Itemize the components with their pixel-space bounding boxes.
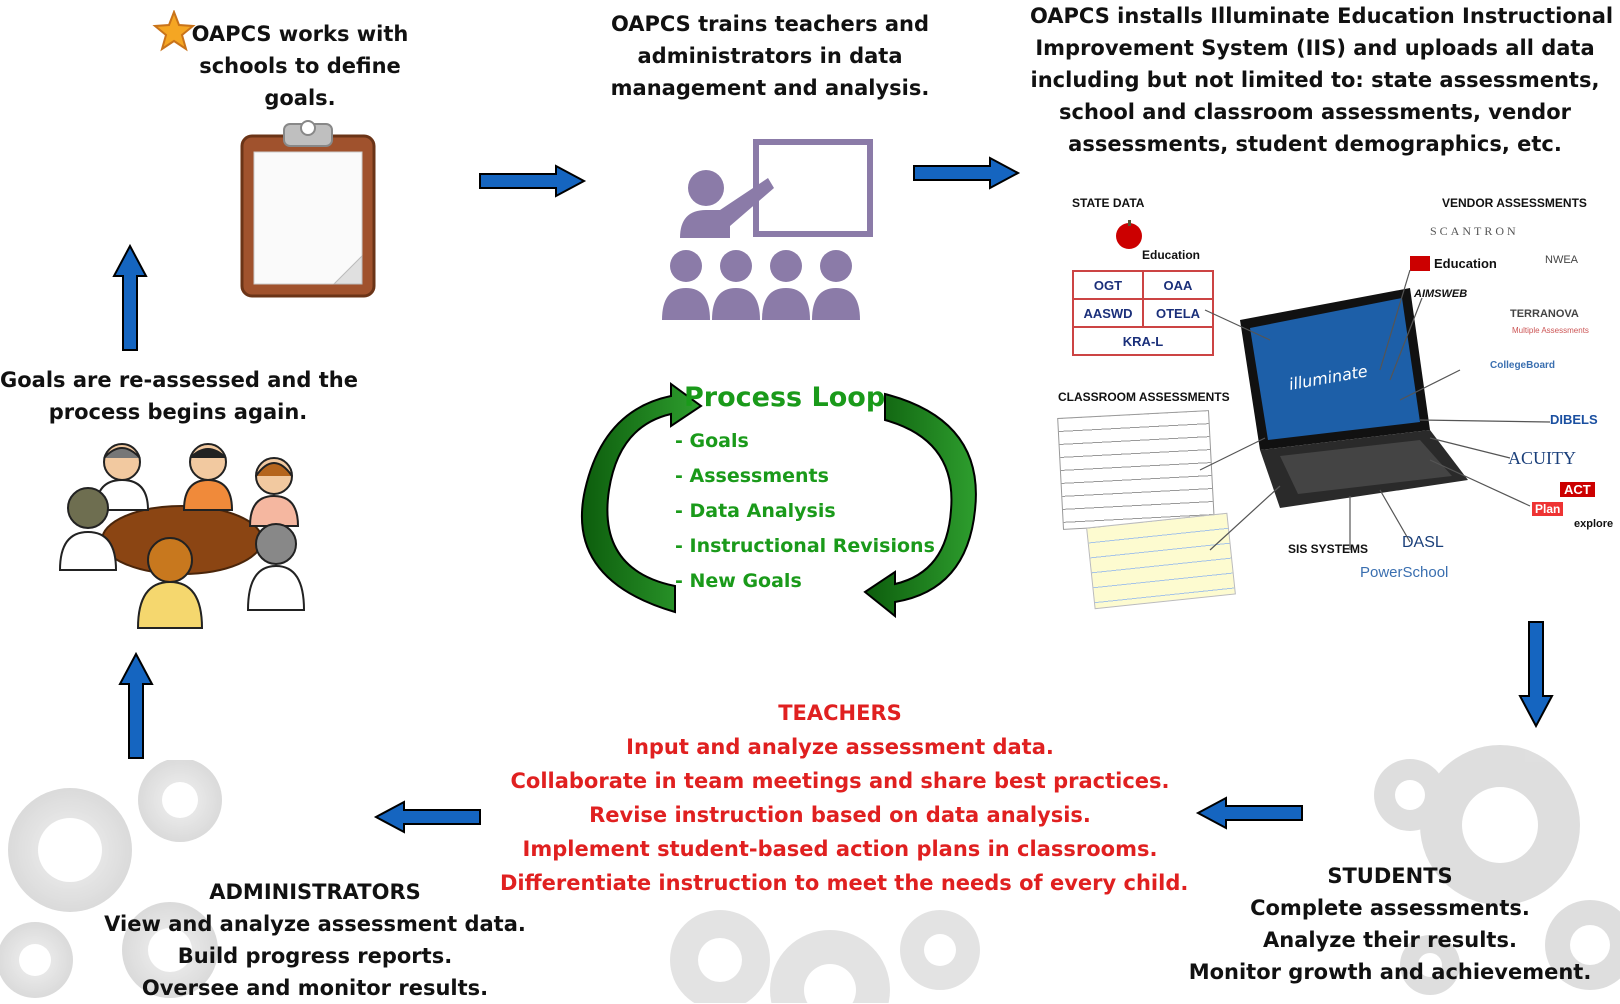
arrow-down-right <box>1518 621 1554 729</box>
arrow-up-top <box>112 244 148 351</box>
arrow-up-bottom <box>118 652 154 759</box>
ohio-education-logo: Education <box>1142 248 1201 262</box>
classroom-assessments-label: CLASSROOM ASSESSMENTS <box>1058 390 1230 404</box>
vendor-explore: explore <box>1574 518 1614 530</box>
sis-powerschool: PowerSchool <box>1360 564 1449 581</box>
process-loop-list: - Goals - Assessments - Data Analysis - … <box>675 424 935 599</box>
gears-decoration-left <box>0 760 222 998</box>
vendor-nwea: NWEA <box>1545 254 1578 266</box>
clipboard-icon <box>240 120 376 298</box>
star-icon <box>152 10 196 52</box>
team-meeting-icon <box>58 443 306 629</box>
vendor-aimsweb: AIMSWEB <box>1414 288 1468 300</box>
vendor-act: ACT <box>1560 482 1595 497</box>
list-item: - Goals <box>675 430 749 452</box>
step-reassess: Goals are re-assessed and the process be… <box>0 368 358 424</box>
vendor-assessments-label: VENDOR ASSESSMENTS <box>1442 196 1587 210</box>
gears-decoration-center <box>670 910 980 1003</box>
teachers-block: TEACHERS Input and analyze assessment da… <box>500 696 1188 900</box>
vendor-scantron: SCANTRON <box>1430 224 1519 238</box>
apple-logo-icon <box>1116 220 1142 249</box>
administrators-title: ADMINISTRATORS <box>209 880 421 904</box>
arrow-right-1 <box>479 164 587 198</box>
sis-systems-label: SIS SYSTEMS <box>1288 542 1369 556</box>
laptop-icon: illuminate <box>1240 288 1468 508</box>
presentation-icon <box>662 139 873 320</box>
vendor-terranova: TERRANOVA <box>1510 308 1579 320</box>
arrow-left-students <box>1195 796 1303 830</box>
gears-decoration-right <box>1374 745 1620 995</box>
step-train: OAPCS trains teachers and administrators… <box>610 12 930 100</box>
list-item: - New Goals <box>675 570 802 592</box>
vendor-collegeboard: CollegeBoard <box>1490 360 1556 371</box>
vendor-terranova-sub: Multiple Assessments <box>1512 326 1589 335</box>
test-cell: OTELA <box>1142 298 1214 328</box>
sis-dasl: DASL <box>1402 534 1444 551</box>
administrators-block: ADMINISTRATORS View and analyze assessme… <box>100 876 530 1004</box>
vendor-acuity: ACUITY <box>1508 448 1576 468</box>
vendor-mcgraw: Education <box>1410 256 1497 271</box>
test-cell: AASWD <box>1072 298 1144 328</box>
step-define-goals: OAPCS works with schools to define goals… <box>191 22 409 110</box>
list-item: - Data Analysis <box>675 500 836 522</box>
students-block: STUDENTS Complete assessments. Analyze t… <box>1180 860 1600 988</box>
list-item: - Assessments <box>675 465 829 487</box>
vendor-plan: Plan <box>1532 502 1564 516</box>
list-item: - Instructional Revisions <box>675 535 935 557</box>
process-loop-title: Process Loop <box>684 382 886 413</box>
test-cell: OAA <box>1142 270 1214 300</box>
step-install: OAPCS installs Illuminate Education Inst… <box>1030 4 1614 156</box>
arrow-left-admin <box>373 800 481 834</box>
students-title: STUDENTS <box>1327 864 1453 888</box>
test-cell: KRA-L <box>1072 326 1214 356</box>
arrow-right-2 <box>913 156 1021 190</box>
teachers-title: TEACHERS <box>778 701 902 725</box>
state-data-label: STATE DATA <box>1072 196 1145 210</box>
connector-lines <box>1199 269 1551 551</box>
process-loop-arrows <box>580 382 977 619</box>
vendor-dibels: DIBELS <box>1550 412 1598 427</box>
test-cell: OGT <box>1072 270 1144 300</box>
